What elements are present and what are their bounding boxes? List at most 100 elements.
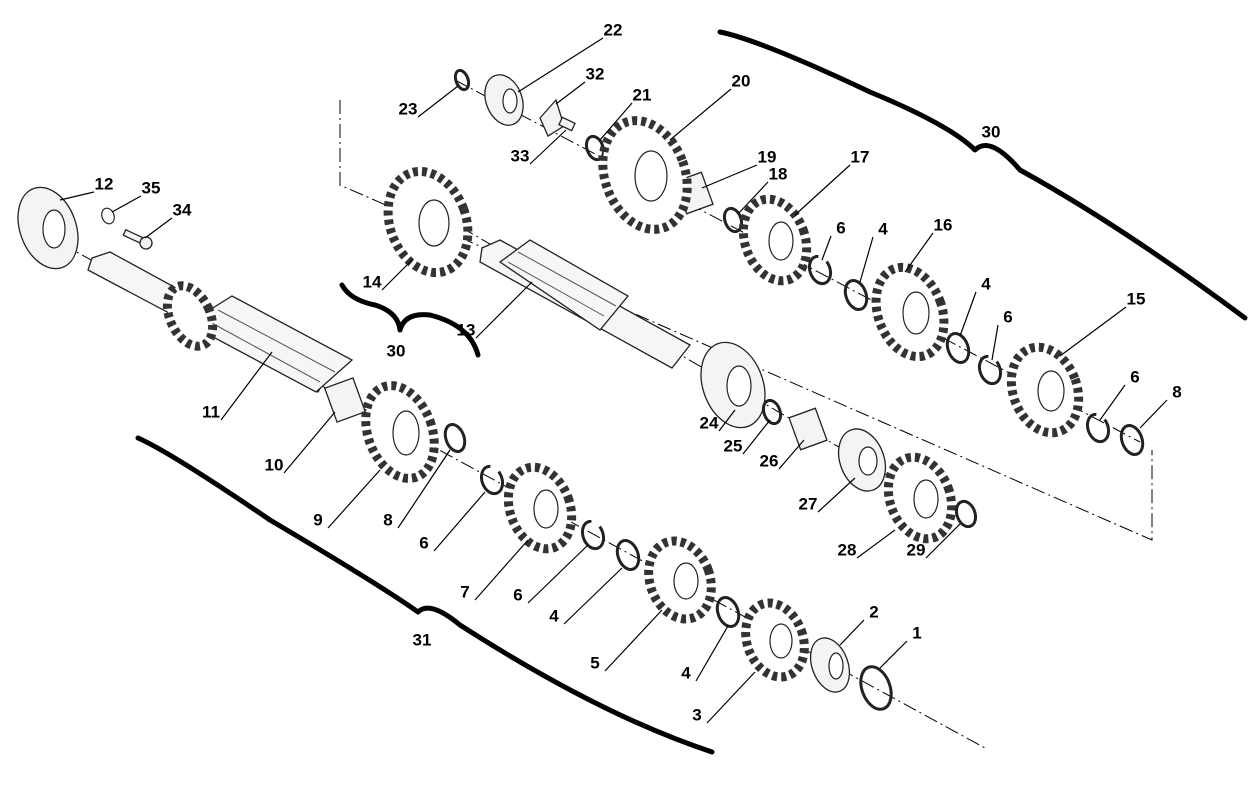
label-15: 15 (1127, 289, 1146, 308)
label-25: 25 (724, 436, 743, 455)
leader-line (433, 491, 486, 552)
sprocket-28 (883, 452, 957, 544)
leader-line (839, 619, 865, 646)
label-6: 6 (836, 218, 845, 237)
leader-line (718, 409, 736, 432)
gear-15 (1006, 342, 1084, 438)
leader-line (742, 419, 771, 455)
label-4: 4 (981, 274, 991, 293)
leader-line (1099, 384, 1126, 421)
gear-9 (361, 381, 439, 483)
label-2: 2 (869, 602, 878, 621)
leader-line (925, 523, 961, 559)
leader-line (59, 191, 95, 201)
washer-35 (101, 207, 115, 225)
needle-bearing-10 (323, 377, 367, 423)
leader-line (669, 88, 732, 141)
label-6: 6 (1130, 367, 1139, 386)
circlip-6-top-a (807, 254, 833, 286)
label-20: 20 (732, 71, 751, 90)
label-32: 32 (586, 64, 605, 83)
bearing-12 (17, 186, 79, 270)
leader-line (1059, 306, 1127, 357)
leader-line (821, 235, 832, 261)
label-12: 12 (95, 174, 114, 193)
leader-line (475, 281, 533, 339)
label-30-mid: 30 (387, 341, 406, 360)
leader-line (474, 539, 529, 601)
washer-4-top-b (945, 331, 971, 365)
leader-line (604, 609, 663, 672)
ring-8-top (1119, 423, 1145, 457)
label-24: 24 (700, 413, 719, 432)
leader-line (859, 236, 874, 283)
label-22: 22 (604, 20, 623, 39)
label-3: 3 (692, 705, 701, 724)
label-31: 31 (413, 630, 432, 649)
label-9: 9 (313, 510, 322, 529)
leader-line (555, 81, 586, 105)
circlip-6-top-c (1085, 412, 1111, 444)
leader-line (991, 324, 999, 361)
leader-line (327, 469, 381, 529)
label-34: 34 (173, 200, 192, 219)
leader-line (527, 544, 589, 604)
bearing-24 (700, 341, 766, 429)
seal-27 (837, 428, 887, 492)
label-17: 17 (851, 147, 870, 166)
washer-4-lower-b (715, 595, 741, 629)
circlip-6-top-b (977, 354, 1003, 386)
leader-line (381, 259, 413, 291)
leader-line (695, 625, 729, 682)
leader-line (737, 181, 769, 215)
leader-line (517, 37, 604, 93)
washer-4-lower-a (615, 538, 641, 572)
leader-line (144, 217, 173, 239)
label-26: 26 (760, 451, 779, 470)
ring-18 (722, 206, 744, 234)
leader-line (904, 232, 934, 273)
label-16: 16 (934, 215, 953, 234)
label-19: 19 (758, 147, 777, 166)
plate-32 (539, 98, 565, 137)
leader-line (563, 567, 623, 625)
brace-30-top (717, 29, 1248, 321)
label-6: 6 (1003, 307, 1012, 326)
bearing-2 (809, 637, 851, 693)
brace-30-mid (339, 282, 481, 358)
label-6: 6 (513, 585, 522, 604)
label-4: 4 (681, 663, 691, 682)
label-14: 14 (363, 272, 382, 291)
label-27: 27 (799, 494, 818, 513)
leader-line (701, 164, 758, 189)
label-28: 28 (838, 540, 857, 559)
label-11: 11 (202, 402, 220, 421)
leader-line (599, 102, 633, 141)
gear-3 (741, 598, 809, 682)
leader-line (706, 671, 756, 724)
brace-31 (135, 435, 715, 755)
screw-33 (558, 116, 576, 132)
gear-20 (598, 116, 692, 234)
circlip-8-lower (443, 422, 467, 454)
label-33: 33 (511, 146, 530, 165)
leader-line (879, 640, 908, 669)
washer-4-top-a (843, 278, 869, 312)
leader-line (397, 449, 451, 529)
leader-line (959, 291, 977, 337)
gear-16 (871, 262, 949, 362)
label-1: 1 (912, 623, 921, 642)
circlip-29 (954, 499, 978, 529)
label-35: 35 (142, 178, 161, 197)
circlip-6-lower-a (479, 464, 505, 496)
leader-line (111, 195, 142, 213)
leader-line (778, 439, 805, 470)
label-18: 18 (769, 164, 788, 183)
label-4: 4 (878, 219, 888, 238)
leader-line (417, 85, 459, 118)
leader-line (856, 529, 896, 559)
bolt-head-34 (139, 236, 153, 250)
leader-line (1139, 399, 1168, 429)
